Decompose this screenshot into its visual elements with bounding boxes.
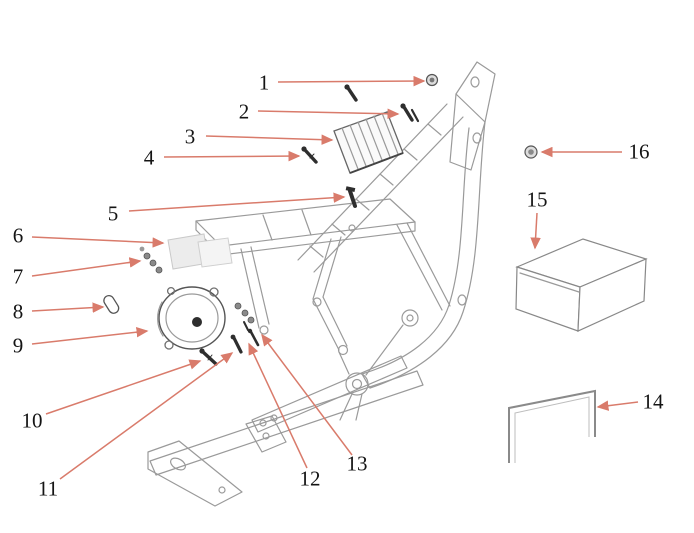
callout-label-10: 10 <box>21 408 43 433</box>
part-15-battery-box <box>515 238 648 332</box>
part-6-plates <box>167 233 233 270</box>
leader-line-9 <box>31 326 149 345</box>
part-9-motor <box>157 286 226 350</box>
callout-label-3: 3 <box>184 124 196 149</box>
callout-label-11: 11 <box>37 476 59 501</box>
callout-label-6: 6 <box>12 223 24 248</box>
leader-line-1 <box>277 75 426 87</box>
callout-label-7: 7 <box>12 264 24 289</box>
leader-line-13 <box>261 333 353 456</box>
leader-line-14 <box>596 400 639 411</box>
leader-line-3 <box>205 134 334 145</box>
callout-label-14: 14 <box>642 389 664 414</box>
part-screw-top <box>344 84 358 102</box>
part-4-screw <box>301 146 318 164</box>
callout-label-8: 8 <box>12 299 24 324</box>
leader-line-7 <box>31 257 142 277</box>
callout-label-4: 4 <box>143 145 155 170</box>
callout-label-2: 2 <box>238 99 250 124</box>
part-1-nut <box>425 73 439 87</box>
leader-line-15 <box>530 212 541 250</box>
callout-label-5: 5 <box>107 201 119 226</box>
leader-lines <box>31 75 639 480</box>
callout-label-13: 13 <box>346 451 368 476</box>
leader-line-12 <box>248 342 308 469</box>
callout-label-12: 12 <box>299 466 321 491</box>
leader-line-5 <box>128 192 346 212</box>
part-16-nut <box>524 145 538 159</box>
part-5-bolt <box>345 186 357 208</box>
part-3-controller <box>333 111 404 174</box>
part-10-screw <box>199 348 218 366</box>
part-14-bracket <box>508 389 596 463</box>
frame-outline <box>147 61 496 507</box>
leader-line-8 <box>31 302 105 313</box>
leader-line-10 <box>45 359 202 415</box>
callout-label-15: 15 <box>526 187 548 212</box>
part-7-washers <box>139 246 163 274</box>
callout-label-9: 9 <box>12 333 24 358</box>
part-8-pin <box>103 294 120 314</box>
part-11-12-13-fasteners <box>230 302 260 354</box>
leader-line-11 <box>59 352 234 480</box>
leader-line-6 <box>31 236 165 248</box>
callout-label-16: 16 <box>628 139 650 164</box>
callout-label-1: 1 <box>258 70 270 95</box>
leader-line-4 <box>163 150 301 162</box>
leader-line-2 <box>257 108 400 120</box>
part-2-screws <box>400 103 420 123</box>
